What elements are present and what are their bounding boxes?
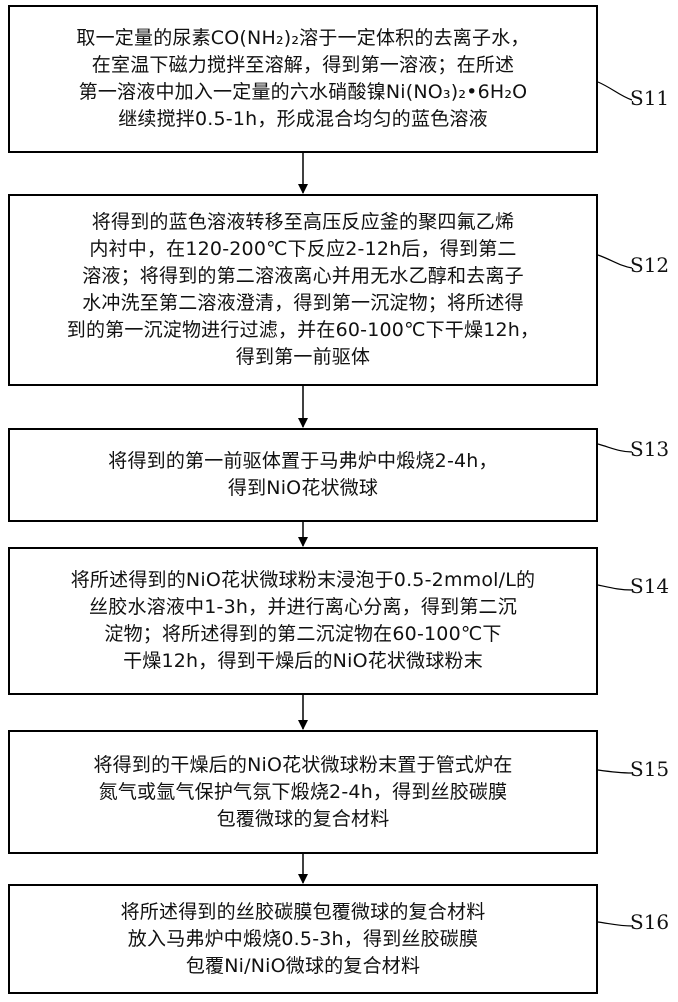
- leader-s15: [598, 770, 632, 773]
- step-s14-line-3: 淀物；将所述得到的第二沉淀物在60-100℃下: [104, 621, 501, 648]
- step-s14-line-4: 干燥12h，得到干燥后的NiO花状微球粉末: [123, 648, 483, 675]
- step-s12-line-6: 得到第一前驱体: [236, 344, 370, 371]
- step-s11-line-1: 取一定量的尿素CO(NH₂)₂溶于一定体积的去离子水，: [76, 25, 529, 52]
- leader-s16: [598, 922, 632, 926]
- step-s16-line-2: 放入马弗炉中煅烧0.5-3h，得到丝胶碳膜: [128, 926, 478, 953]
- step-s12-line-4: 水冲洗至第二溶液澄清，得到第一沉淀物；将所述得: [82, 290, 524, 317]
- step-s13-line-1: 将得到的第一前驱体置于马弗炉中煅烧2-4h，: [108, 448, 497, 475]
- step-s14-line-2: 丝胶水溶液中1-3h，并进行离心分离，得到第二沉: [89, 594, 517, 621]
- step-s12-line-3: 溶液；将得到的第二溶液离心并用无水乙醇和去离子: [82, 263, 524, 290]
- step-s12-line-2: 内衬中，在120-200℃下反应2-12h后，得到第二: [89, 236, 516, 263]
- step-label-s11: S11: [630, 86, 669, 110]
- step-s15-line-3: 包覆微球的复合材料: [217, 806, 390, 833]
- leader-s13: [598, 444, 632, 452]
- step-label-s16: S16: [630, 910, 669, 934]
- step-s16-line-3: 包覆Ni/NiO微球的复合材料: [186, 953, 420, 980]
- leader-s14: [598, 585, 632, 590]
- step-label-s14: S14: [630, 574, 669, 598]
- step-label-s12: S12: [630, 253, 669, 277]
- step-box-s11: 取一定量的尿素CO(NH₂)₂溶于一定体积的去离子水， 在室温下磁力搅拌至溶解，…: [8, 5, 598, 153]
- step-box-s15: 将得到的干燥后的NiO花状微球粉末置于管式炉在 氮气或氩气保护气氛下煅烧2-4h…: [8, 730, 598, 854]
- step-label-s15: S15: [630, 757, 669, 781]
- step-s12-line-1: 将得到的蓝色溶液转移至高压反应釜的聚四氟乙烯: [92, 209, 514, 236]
- step-box-s16: 将所述得到的丝胶碳膜包覆微球的复合材料 放入马弗炉中煅烧0.5-3h，得到丝胶碳…: [8, 884, 598, 994]
- step-s11-line-3: 第一溶液中加入一定量的六水硝酸镍Ni(NO₃)₂•6H₂O: [79, 79, 528, 106]
- step-s15-line-1: 将得到的干燥后的NiO花状微球粉末置于管式炉在: [93, 752, 512, 779]
- step-s15-line-2: 氮气或氩气保护气氛下煅烧2-4h，得到丝胶碳膜: [99, 779, 508, 806]
- step-s13-line-2: 得到NiO花状微球: [228, 475, 378, 502]
- step-box-s14: 将所述得到的NiO花状微球粉末浸泡于0.5-2mmol/L的 丝胶水溶液中1-3…: [8, 547, 598, 695]
- leader-s11: [598, 82, 632, 100]
- step-box-s12: 将得到的蓝色溶液转移至高压反应釜的聚四氟乙烯 内衬中，在120-200℃下反应2…: [8, 194, 598, 386]
- step-label-s13: S13: [630, 437, 669, 461]
- step-s11-line-2: 在室温下磁力搅拌至溶解，得到第一溶液；在所述: [92, 52, 514, 79]
- leader-s12: [598, 255, 632, 268]
- step-s16-line-1: 将所述得到的丝胶碳膜包覆微球的复合材料: [121, 899, 486, 926]
- step-s14-line-1: 将所述得到的NiO花状微球粉末浸泡于0.5-2mmol/L的: [71, 567, 536, 594]
- step-box-s13: 将得到的第一前驱体置于马弗炉中煅烧2-4h， 得到NiO花状微球: [8, 428, 598, 522]
- step-s12-line-5: 到的第一沉淀物进行过滤，并在60-100℃下干燥12h，: [67, 317, 539, 344]
- step-s11-line-4: 继续搅拌0.5-1h，形成混合均匀的蓝色溶液: [118, 106, 488, 133]
